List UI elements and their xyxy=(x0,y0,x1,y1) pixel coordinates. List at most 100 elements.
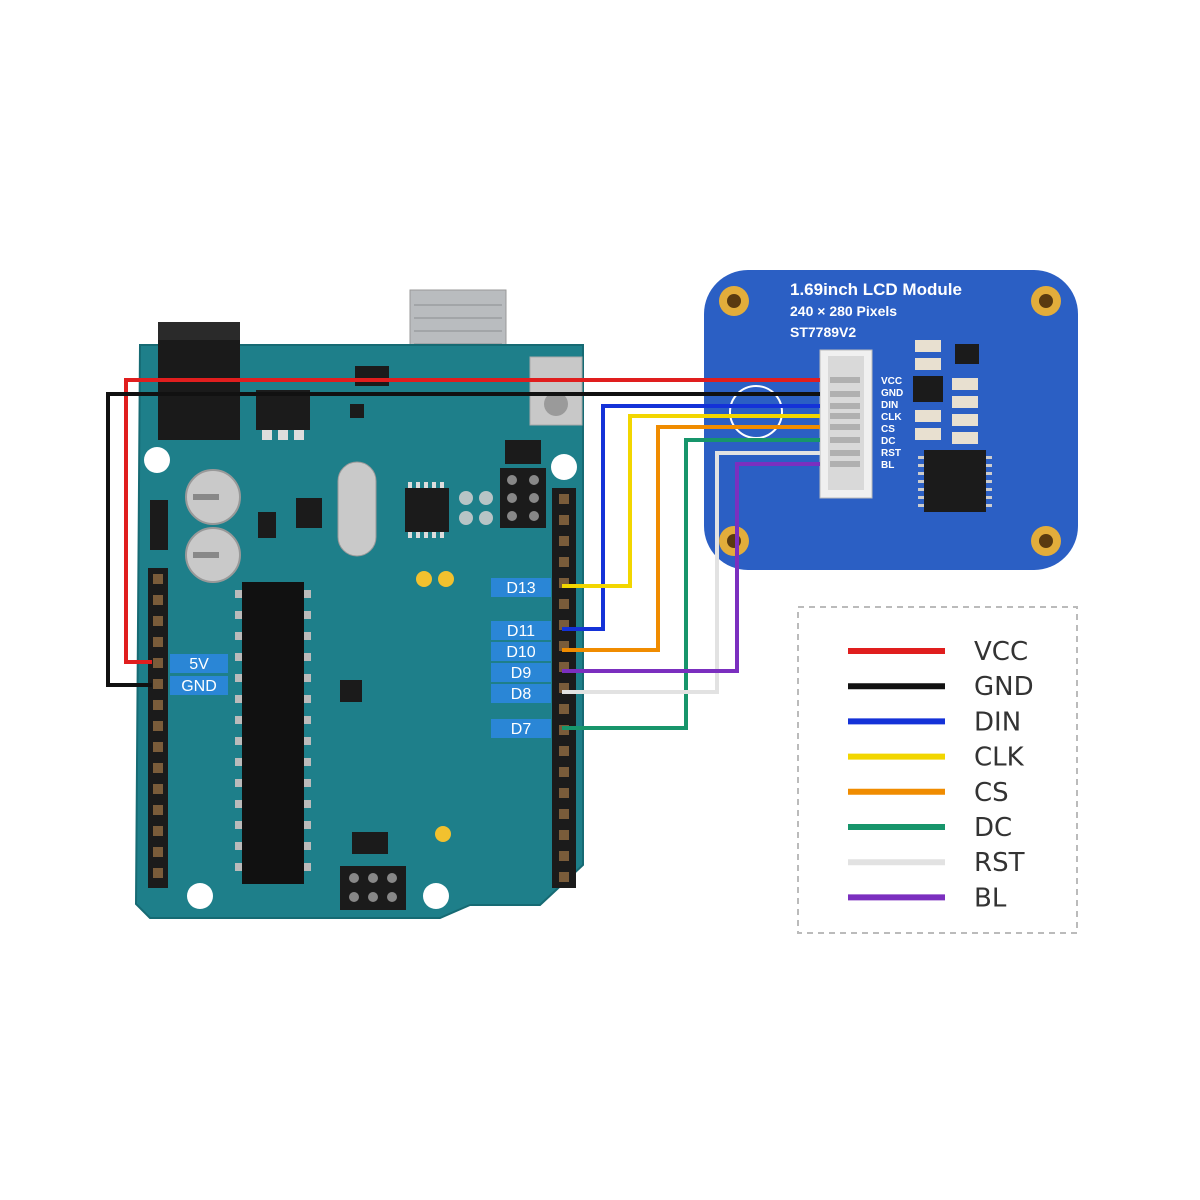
label-d10 xyxy=(491,642,551,661)
chip-pin xyxy=(235,716,242,724)
led xyxy=(435,826,451,842)
legend-label-gnd: GND xyxy=(974,672,1034,702)
fpc-contacts xyxy=(830,377,860,467)
lcd-pin-names: VCC GND DIN CLK CS DC RST BL xyxy=(881,376,903,471)
lcd-component xyxy=(952,396,978,408)
smd-chip xyxy=(505,440,541,464)
chip-pin xyxy=(235,758,242,766)
header-pin xyxy=(153,805,163,815)
chip-pin xyxy=(304,716,311,724)
regulator-chip xyxy=(256,390,310,430)
header-pin xyxy=(559,599,569,609)
chip-pin xyxy=(235,821,242,829)
chip-pin xyxy=(304,779,311,787)
header-pin xyxy=(153,658,163,668)
fpc-contact xyxy=(830,391,860,397)
lcd-driver: ST7789V2 xyxy=(790,324,856,340)
atmega-chip xyxy=(242,582,304,884)
usb-chip xyxy=(405,488,449,532)
chip-pin xyxy=(304,863,311,871)
chip-pin xyxy=(235,611,242,619)
lcd-resolution: 240 × 280 Pixels xyxy=(790,303,897,319)
header-pin xyxy=(153,763,163,773)
chip-pin xyxy=(304,590,311,598)
lcd-transistor xyxy=(955,344,979,364)
mount-hole xyxy=(144,447,170,473)
label-d7-text: D7 xyxy=(511,721,532,738)
lcd-module: 1.69inch LCD Module 240 × 280 Pixels ST7… xyxy=(704,270,1078,570)
led xyxy=(438,571,454,587)
fpc-contact xyxy=(830,403,860,409)
header-pin xyxy=(559,809,569,819)
smd-chip xyxy=(340,680,362,702)
header-pin xyxy=(559,662,569,672)
header-pin xyxy=(153,574,163,584)
lcd-pin-name: DC xyxy=(881,436,895,447)
chip-pin xyxy=(304,653,311,661)
chip-pin xyxy=(304,611,311,619)
header-pin xyxy=(559,620,569,630)
chip-pin xyxy=(235,800,242,808)
legend-label-clk: CLK xyxy=(974,743,1025,773)
icsp-header xyxy=(340,866,406,910)
wire-cs xyxy=(562,425,820,652)
header-pin xyxy=(559,578,569,588)
power-jack-top xyxy=(158,322,240,340)
chip-pin xyxy=(235,590,242,598)
header-pin xyxy=(559,767,569,777)
wires xyxy=(106,378,820,730)
label-d11-text: D11 xyxy=(507,623,535,640)
header-pin xyxy=(153,784,163,794)
header-pin xyxy=(153,595,163,605)
chip-pin xyxy=(304,800,311,808)
header-pin xyxy=(559,746,569,756)
power-labels: 5V GND xyxy=(170,654,228,695)
lcd-component xyxy=(915,428,941,440)
header-pin xyxy=(153,742,163,752)
header-pin xyxy=(559,872,569,882)
legend-label-cs: CS xyxy=(974,778,1009,808)
legend-label-vcc: VCC xyxy=(974,637,1028,667)
chip-pin xyxy=(304,737,311,745)
header-pin xyxy=(153,700,163,710)
label-5v xyxy=(170,654,228,673)
header-pins xyxy=(153,494,569,882)
smd-chip xyxy=(355,366,389,386)
header-pin xyxy=(559,851,569,861)
smd-chip xyxy=(150,500,168,550)
legend-label-dc: DC xyxy=(974,813,1012,843)
header-pin xyxy=(559,557,569,567)
smd-chip xyxy=(350,404,364,418)
chip-pin xyxy=(304,821,311,829)
mount-hole xyxy=(551,454,577,480)
header-pin xyxy=(153,616,163,626)
crystal xyxy=(337,461,377,557)
chip-pin xyxy=(235,737,242,745)
header-pin xyxy=(559,494,569,504)
chip-pins xyxy=(235,590,311,871)
lcd-pin-name: GND xyxy=(881,388,903,399)
icsp-header xyxy=(500,468,546,528)
arduino-board xyxy=(134,289,584,919)
lcd-component xyxy=(915,358,941,370)
fpc-contact xyxy=(830,413,860,419)
chip-pin xyxy=(304,632,311,640)
smd-chip xyxy=(258,512,276,538)
lcd-title: 1.69inch LCD Module xyxy=(790,280,962,299)
label-d9 xyxy=(491,663,551,682)
header-pin xyxy=(559,641,569,651)
chip-pin xyxy=(235,632,242,640)
led xyxy=(416,571,432,587)
label-5v-text: 5V xyxy=(189,656,209,673)
fpc-contact xyxy=(830,377,860,383)
lcd-pin-name: CLK xyxy=(881,412,902,423)
header-pin xyxy=(153,637,163,647)
chip-pin xyxy=(304,842,311,850)
lcd-component xyxy=(915,340,941,352)
chip-pin xyxy=(304,758,311,766)
wire-rst xyxy=(562,451,820,694)
wire-din xyxy=(562,404,820,631)
lcd-pin-name: RST xyxy=(881,448,901,459)
